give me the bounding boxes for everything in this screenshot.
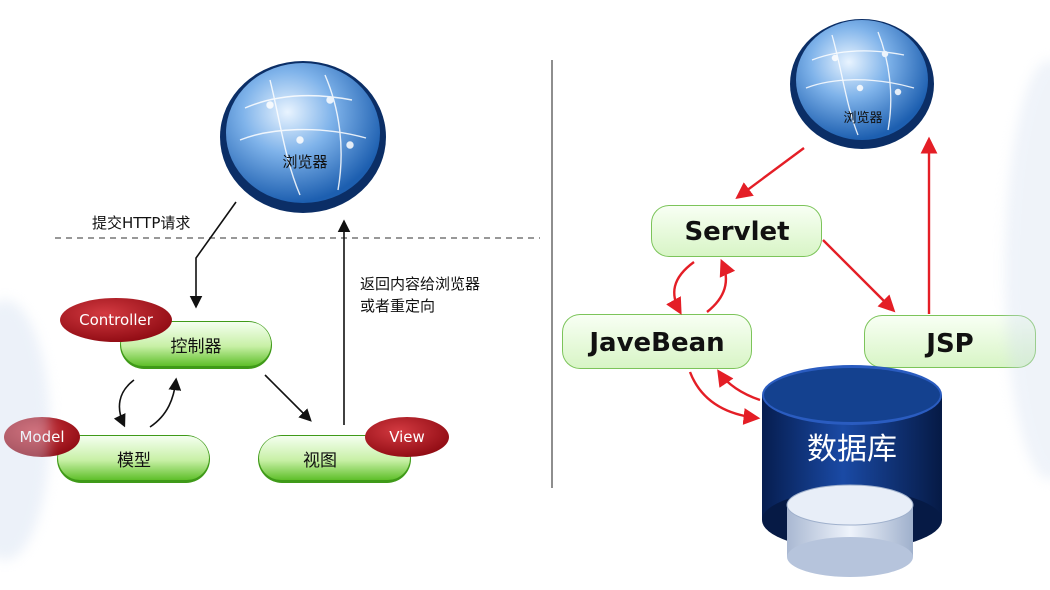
red-arrow-javabean-to-database xyxy=(688,371,761,425)
red-arrow-javabean-to-servlet xyxy=(706,258,736,313)
right-browser-label: 浏览器 xyxy=(843,110,882,126)
return-content-label-line1: 返回内容给浏览器 xyxy=(360,275,480,293)
view-tag: View xyxy=(365,417,449,457)
arrow-model-to-controller xyxy=(149,377,182,428)
globe-network-icon xyxy=(805,31,915,136)
database-cylinder: 数据库 xyxy=(762,365,942,577)
arrow-controller-to-view xyxy=(264,374,312,422)
servlet-pill: Servlet xyxy=(651,205,822,257)
arrow-controller-to-model xyxy=(113,379,135,428)
red-arrow-browser-to-servlet xyxy=(735,147,805,200)
model-pill: 模型 xyxy=(57,435,210,483)
jsp-label: JSP xyxy=(924,329,973,359)
view-label: 视图 xyxy=(303,451,337,471)
controller-tag-label: Controller xyxy=(79,311,154,329)
servlet-label: Servlet xyxy=(684,217,789,247)
left-browser-label: 浏览器 xyxy=(282,153,327,171)
database-label: 数据库 xyxy=(807,432,897,467)
right-browser-globe: 浏览器 xyxy=(790,19,934,149)
view-tag-label: View xyxy=(389,428,425,446)
left-browser-globe: 浏览器 xyxy=(220,61,386,213)
jsp-pill: JSP xyxy=(864,315,1036,368)
red-arrow-database-to-javabean xyxy=(717,369,761,402)
model-tag-label: Model xyxy=(19,428,64,446)
javabean-pill: JaveBean xyxy=(562,314,752,369)
submit-http-request-label: 提交HTTP请求 xyxy=(92,214,190,232)
model-label: 模型 xyxy=(117,451,151,471)
model-tag: Model xyxy=(4,417,80,457)
globe-network-icon xyxy=(239,74,367,196)
red-arrow-servlet-to-javabean xyxy=(666,261,695,315)
controller-label: 控制器 xyxy=(171,337,222,357)
red-arrow-servlet-to-jsp xyxy=(822,239,896,313)
return-content-label-line2: 或者重定向 xyxy=(360,297,435,315)
database-bottom-disk xyxy=(786,484,914,577)
controller-tag: Controller xyxy=(60,298,172,342)
javabean-label: JaveBean xyxy=(587,328,724,358)
arrow-browser-to-controller xyxy=(189,201,237,309)
